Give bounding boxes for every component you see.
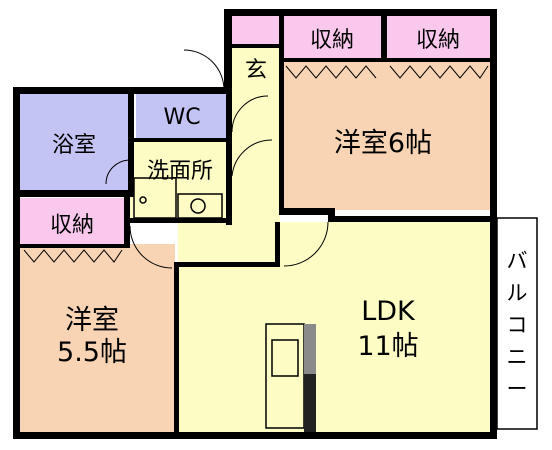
room-balcony [495, 218, 537, 428]
label-storage-top-right: 収納 [416, 28, 460, 53]
fixtures [15, 49, 538, 436]
room-bedroom-55 [20, 244, 175, 432]
room-storage-top-right [387, 15, 491, 62]
room-entrance [232, 15, 280, 47]
label-balcony: バ ル コ ニ ー [507, 249, 528, 401]
label-washroom: 洗面所 [147, 159, 213, 184]
balcony-char: ニ [507, 345, 528, 369]
label-ldk-name: LDK [361, 296, 416, 327]
label-bedroom-55-name: 洋室 [65, 305, 119, 336]
balcony-char: ル [507, 281, 528, 305]
room-storage-left [20, 198, 124, 244]
room-ldk [178, 222, 491, 432]
label-ldk-size: 11帖 [357, 331, 418, 362]
room-entrance-floor [232, 47, 280, 89]
balcony-char: ー [507, 377, 528, 401]
room-wc [136, 94, 228, 140]
room-storage-top-left [283, 15, 381, 62]
room-washroom [130, 140, 228, 222]
label-entrance: 玄 [245, 58, 267, 83]
balcony-char: コ [507, 313, 528, 337]
label-wc: WC [163, 105, 200, 130]
balcony-char: バ [507, 249, 528, 273]
room-bath [20, 94, 130, 190]
room-bedroom-6 [283, 62, 491, 210]
label-storage-left: 収納 [50, 213, 94, 238]
label-bedroom-6: 洋室6帖 [334, 128, 432, 159]
label-bedroom-55-size: 5.5帖 [57, 337, 127, 368]
label-bath: 浴室 [52, 133, 96, 158]
label-storage-top-left: 収納 [310, 28, 354, 53]
